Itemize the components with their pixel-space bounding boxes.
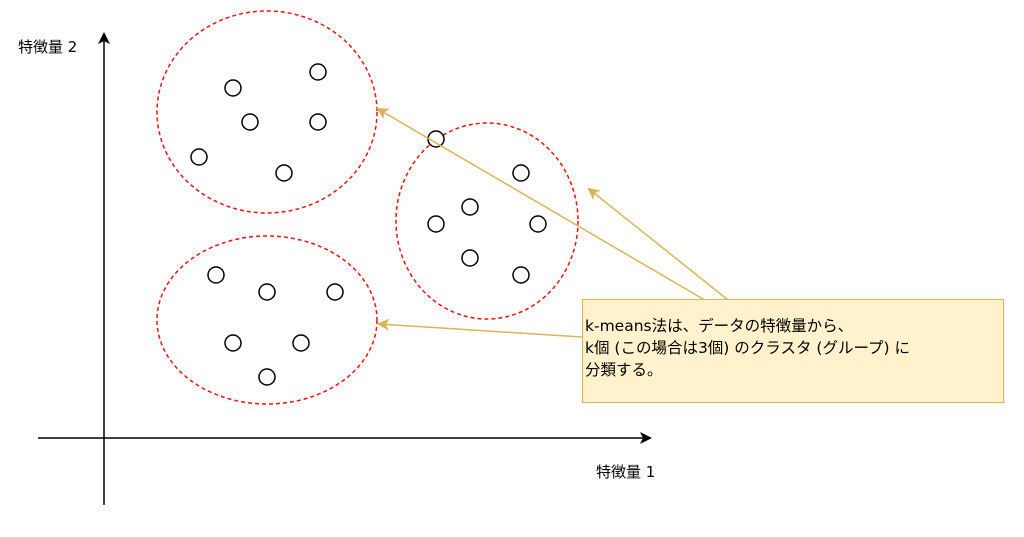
cluster-boundary-lower-left — [156, 235, 378, 405]
data-point — [224, 79, 242, 97]
data-point — [241, 113, 259, 131]
data-point — [258, 368, 276, 386]
explanation-callout: k-means法は、データの特徴量から、 k個 (この場合は3個) のクラスタ … — [582, 299, 1004, 403]
y-axis-label: 特徴量 2 — [18, 38, 77, 56]
cluster-boundary-right — [395, 122, 579, 320]
data-point — [190, 148, 208, 166]
callout-arrow-upper-left — [376, 107, 709, 303]
data-point — [207, 266, 225, 284]
data-point — [326, 283, 344, 301]
data-point — [309, 63, 327, 81]
data-point — [427, 215, 445, 233]
callout-line-3: 分類する。 — [585, 361, 663, 379]
callout-line-2: k個 (この場合は3個) のクラスタ (グループ) に — [585, 339, 910, 357]
data-point — [309, 113, 327, 131]
data-point — [275, 164, 293, 182]
callout-arrow-lower-left — [377, 318, 583, 338]
callout-arrow-right — [587, 187, 729, 301]
data-point — [461, 249, 479, 267]
cluster-upper-left — [190, 63, 327, 182]
data-point — [529, 215, 547, 233]
data-point — [512, 266, 530, 284]
cluster-right — [427, 130, 547, 284]
data-point — [258, 283, 276, 301]
data-point — [512, 164, 530, 182]
data-point — [292, 334, 310, 352]
cluster-boundary-upper-left — [156, 10, 378, 214]
cluster-lower-left — [207, 266, 344, 386]
data-point — [224, 334, 242, 352]
callout-line-1: k-means法は、データの特徴量から、 — [585, 317, 854, 335]
x-axis-label: 特徴量 1 — [596, 463, 655, 481]
data-point — [461, 198, 479, 216]
